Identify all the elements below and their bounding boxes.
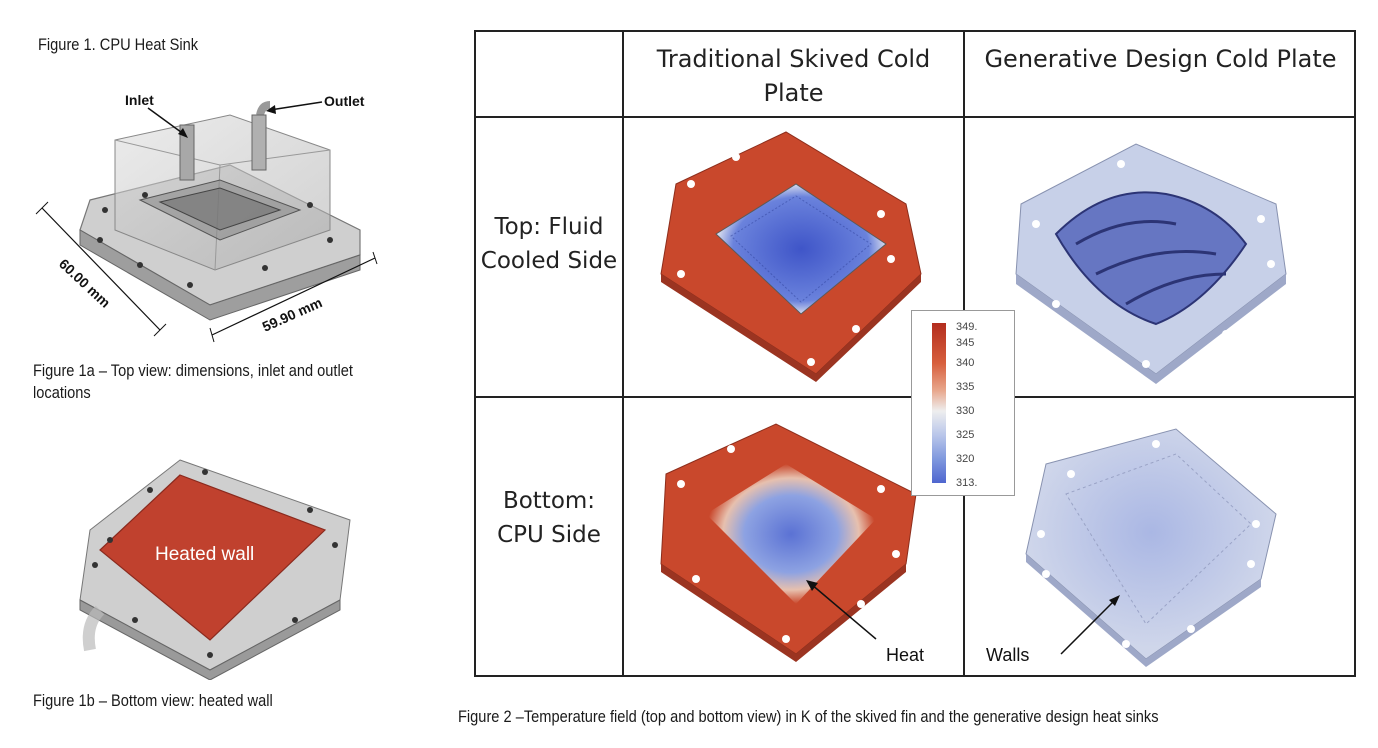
heat-sink-bottom-view: Heated wall	[79, 459, 351, 680]
legend-tick: 335	[956, 381, 975, 393]
legend-tick: 325	[956, 429, 975, 441]
figure1b-caption: Figure 1b – Bottom view: heated wall	[33, 691, 273, 710]
generative-bottom-plate: Walls	[986, 428, 1277, 667]
legend-colorbar	[932, 323, 946, 483]
heat-sink-top-view: Inlet Outlet 60.00 mm 59.90 mm	[35, 92, 378, 343]
legend-tick: 330	[956, 405, 975, 417]
heat-annotation: Heat	[886, 645, 924, 665]
traditional-bottom-plate: Heat	[660, 423, 924, 665]
temperature-legend: 349. 345 340 335 330 325 320 313.	[911, 310, 1015, 496]
legend-tick: 340	[956, 357, 975, 369]
outlet-label: Outlet	[324, 93, 365, 109]
heated-wall-label: Heated wall	[155, 544, 254, 565]
inlet-label: Inlet	[125, 92, 154, 108]
figure1a-caption: Figure 1a – Top view: dimensions, inlet …	[33, 361, 353, 402]
figure2-table: Traditional Skived Cold Plate Generative…	[474, 30, 1356, 677]
walls-annotation: Walls	[986, 645, 1029, 665]
legend-tick: 313.	[956, 477, 978, 489]
traditional-top-plate	[660, 131, 922, 382]
row-header-top: Top: Fluid Cooled Side	[480, 214, 618, 274]
generative-top-plate	[1015, 143, 1287, 384]
column-header-traditional: Traditional Skived Cold Plate	[656, 45, 931, 107]
figure1-title: Figure 1. CPU Heat Sink	[38, 35, 199, 54]
column-header-generative: Generative Design Cold Plate	[984, 45, 1337, 73]
dimension-label-60mm: 60.00 mm	[56, 255, 114, 310]
legend-tick: 320	[956, 453, 975, 465]
legend-tick: 345	[956, 337, 975, 349]
legend-tick: 349.	[956, 321, 978, 333]
figure2-caption: Figure 2 –Temperature field (top and bot…	[458, 707, 1159, 726]
row-header-bottom: Bottom: CPU Side	[497, 488, 601, 548]
